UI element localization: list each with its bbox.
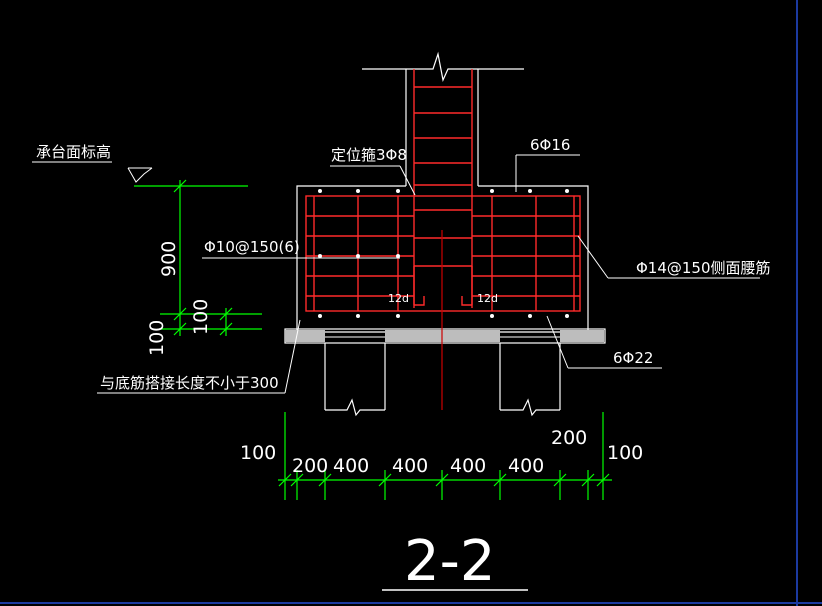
cover-dim: 100 [146,320,168,356]
vertical-dimensions [134,179,262,336]
cap-depth-dim: 900 [158,241,180,277]
bedding-dim: 100 [190,299,212,335]
rebar-dots [318,189,569,318]
dim-segment-2: 400 [333,455,369,477]
horizontal-dimensions [278,412,612,500]
dim-segment-4: 400 [450,455,486,477]
side-bars-label: Φ14@150侧面腰筋 [636,259,771,277]
piles [324,343,561,417]
dim-segment-3: 400 [392,455,428,477]
top-bars-label: 6Φ16 [530,136,570,154]
dim-right-offset: 100 [607,442,643,464]
locating-stirrup-label: 定位箍3Φ8 [331,146,407,164]
dim-segment-1: 200 [292,455,328,477]
anchor-right-label: 12d [477,292,498,305]
dim-left-offset: 100 [240,442,276,464]
section-title: 2-2 [404,529,495,594]
cap-rebar-cage [305,195,581,312]
anchor-left-label: 12d [388,292,409,305]
column-outline [362,51,524,186]
lap-note-label: 与底筋搭接长度不小于300 [100,374,279,392]
column-rebar [413,69,473,308]
stirrups-label: Φ10@150(6) [204,238,300,256]
dim-segment-5: 400 [508,455,544,477]
bottom-bars-label: 6Φ22 [613,349,653,367]
leader-lines [32,154,760,394]
cap-top-elevation-label: 承台面标高 [36,143,111,161]
dim-upper-right: 200 [551,427,587,449]
